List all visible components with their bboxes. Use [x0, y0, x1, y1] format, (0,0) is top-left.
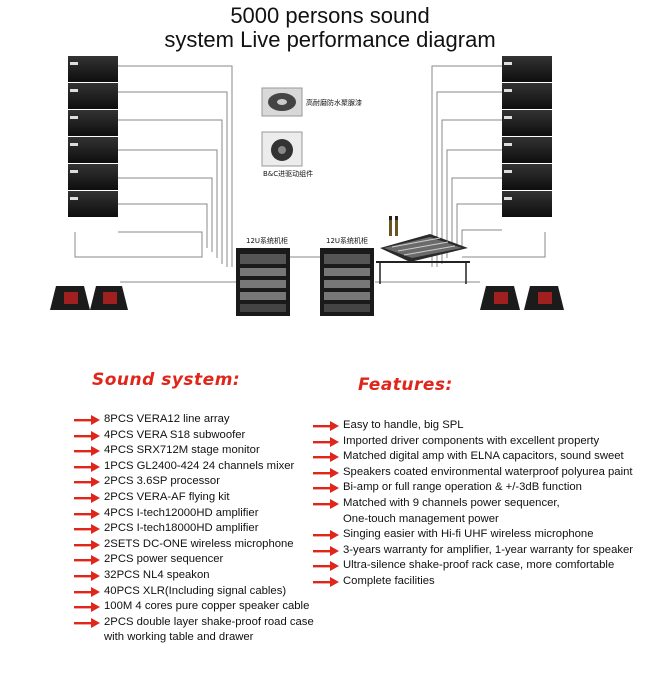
- red-arrow-icon: [74, 617, 100, 628]
- list-item: 100M 4 cores pure copper speaker cable: [74, 599, 314, 615]
- list-item-text: 2PCS I-tech18000HD amplifier: [104, 522, 259, 535]
- red-arrow-icon: [313, 530, 339, 541]
- mixer-console: [376, 216, 470, 284]
- line-array-left: [68, 56, 118, 217]
- red-arrow-icon: [313, 483, 339, 494]
- list-item: One-touch management power: [313, 512, 633, 528]
- rack-right-label: 12U系统机柜: [326, 236, 368, 245]
- list-item-text: One-touch management power: [343, 512, 499, 525]
- red-arrow-icon: [313, 498, 339, 509]
- list-item-text: Matched digital amp with ELNA capacitors…: [343, 450, 624, 463]
- title-line-1: 5000 persons sound: [230, 3, 430, 28]
- list-item-text: Bi-amp or full range operation & +/-3dB …: [343, 481, 582, 494]
- callout-driver-label: B&C进驱动组件: [263, 169, 313, 178]
- red-arrow-icon: [313, 561, 339, 572]
- list-item: 3-years warranty for amplifier, 1-year w…: [313, 543, 633, 559]
- list-item-text: Ultra-silence shake-proof rack case, mor…: [343, 559, 615, 572]
- list-item: Matched digital amp with ELNA capacitors…: [313, 449, 633, 465]
- red-arrow-icon: [74, 477, 100, 488]
- red-arrow-icon: [313, 421, 339, 431]
- red-arrow-icon: [74, 508, 100, 519]
- list-item-text: 32PCS NL4 speakon: [104, 568, 210, 581]
- list-item: 8PCS VERA12 line array: [74, 412, 314, 428]
- list-item: 40PCS XLR(Including signal cables): [74, 584, 314, 600]
- red-arrow-icon: [74, 461, 100, 472]
- list-item: Bi-amp or full range operation & +/-3dB …: [313, 480, 633, 496]
- list-item: 4PCS SRX712M stage monitor: [74, 443, 314, 459]
- list-item-text: 4PCS VERA S18 subwoofer: [104, 428, 246, 441]
- sound-system-heading: Sound system:: [92, 370, 241, 390]
- list-item: Speakers coated environmental waterproof…: [313, 465, 633, 481]
- title-line-2: system Live performance diagram: [164, 27, 496, 52]
- red-arrow-icon: [313, 436, 339, 447]
- list-item: 2PCS power sequencer: [74, 552, 314, 568]
- red-arrow-icon: [74, 602, 100, 613]
- callout-waterproof-label: 高耐磨防水聚脲漆: [306, 98, 362, 107]
- list-item-text: with working table and drawer: [104, 631, 254, 644]
- red-arrow-icon: [74, 586, 100, 597]
- list-item-text: Complete facilities: [343, 574, 435, 587]
- list-item: 2PCS 3.6SP processor: [74, 474, 314, 490]
- list-item: 4PCS I-tech12000HD amplifier: [74, 506, 314, 522]
- list-item: Matched with 9 channels power sequencer,: [313, 496, 633, 512]
- list-item-text: 8PCS VERA12 line array: [104, 413, 230, 425]
- list-item: 1PCS GL2400-424 24 channels mixer: [74, 459, 314, 475]
- list-item: 32PCS NL4 speakon: [74, 568, 314, 584]
- list-item-text: Singing easier with Hi-fi UHF wireless m…: [343, 528, 594, 541]
- list-item: Imported driver components with excellen…: [313, 434, 633, 450]
- red-arrow-icon: [313, 452, 339, 463]
- stage-monitors-left: [50, 286, 128, 310]
- list-item: with working table and drawer: [74, 630, 314, 646]
- rack-left: 12U系统机柜: [236, 236, 290, 316]
- list-item: Singing easier with Hi-fi UHF wireless m…: [313, 527, 633, 543]
- red-arrow-icon: [74, 415, 100, 425]
- system-diagram: 高耐磨防水聚脲漆 B&C进驱动组件 12U系统机柜 12U系统机柜: [50, 56, 564, 316]
- list-item-text: 2PCS VERA-AF flying kit: [104, 490, 230, 503]
- list-item-text: Easy to handle, big SPL: [343, 419, 464, 431]
- list-item-text: 4PCS SRX712M stage monitor: [104, 444, 260, 457]
- features-list: Easy to handle, big SPL Imported driver …: [313, 418, 633, 590]
- list-item-text: 2PCS double layer shake-proof road case: [104, 615, 314, 628]
- list-item: 2SETS DC-ONE wireless microphone: [74, 537, 314, 553]
- callout-waterproof: 高耐磨防水聚脲漆: [261, 87, 362, 117]
- callout-driver: B&C进驱动组件: [261, 131, 313, 178]
- sound-system-list: 8PCS VERA12 line array 4PCS VERA S18 sub…: [74, 412, 314, 646]
- red-arrow-icon: [74, 539, 100, 550]
- red-arrow-icon: [313, 576, 339, 587]
- list-item: 4PCS VERA S18 subwoofer: [74, 428, 314, 444]
- list-item-text: 3-years warranty for amplifier, 1-year w…: [343, 543, 634, 556]
- red-arrow-icon: [313, 545, 339, 556]
- speaker-cables: [74, 65, 546, 283]
- list-item-text: Speakers coated environmental waterproof…: [343, 465, 633, 478]
- red-arrow-icon: [74, 446, 100, 457]
- red-arrow-icon: [74, 570, 100, 581]
- list-item-text: 2PCS power sequencer: [104, 553, 224, 566]
- list-item: Complete facilities: [313, 574, 633, 590]
- rack-left-label: 12U系统机柜: [246, 236, 288, 245]
- list-item: Easy to handle, big SPL: [313, 418, 633, 434]
- red-arrow-icon: [313, 467, 339, 478]
- red-arrow-icon: [74, 524, 100, 535]
- red-arrow-icon: [74, 430, 100, 441]
- list-item-text: 40PCS XLR(Including signal cables): [104, 584, 287, 597]
- stage-monitors-right: [480, 286, 564, 310]
- red-arrow-icon: [74, 492, 100, 503]
- features-heading: Features:: [358, 375, 453, 395]
- list-item-text: 2PCS 3.6SP processor: [104, 475, 220, 488]
- list-item-text: Matched with 9 channels power sequencer,: [343, 496, 560, 509]
- list-item: Ultra-silence shake-proof rack case, mor…: [313, 558, 633, 574]
- list-item-text: Imported driver components with excellen…: [343, 434, 600, 447]
- list-item-text: 1PCS GL2400-424 24 channels mixer: [104, 459, 295, 472]
- list-item-text: 2SETS DC-ONE wireless microphone: [104, 537, 294, 550]
- list-item: 2PCS double layer shake-proof road case: [74, 615, 314, 631]
- list-item-text: 100M 4 cores pure copper speaker cable: [104, 600, 310, 613]
- rack-right: 12U系统机柜: [320, 236, 374, 316]
- list-item: 2PCS I-tech18000HD amplifier: [74, 521, 314, 537]
- line-array-right: [502, 56, 552, 217]
- list-item-text: 4PCS I-tech12000HD amplifier: [104, 506, 259, 519]
- red-arrow-icon: [74, 555, 100, 566]
- list-item: 2PCS VERA-AF flying kit: [74, 490, 314, 506]
